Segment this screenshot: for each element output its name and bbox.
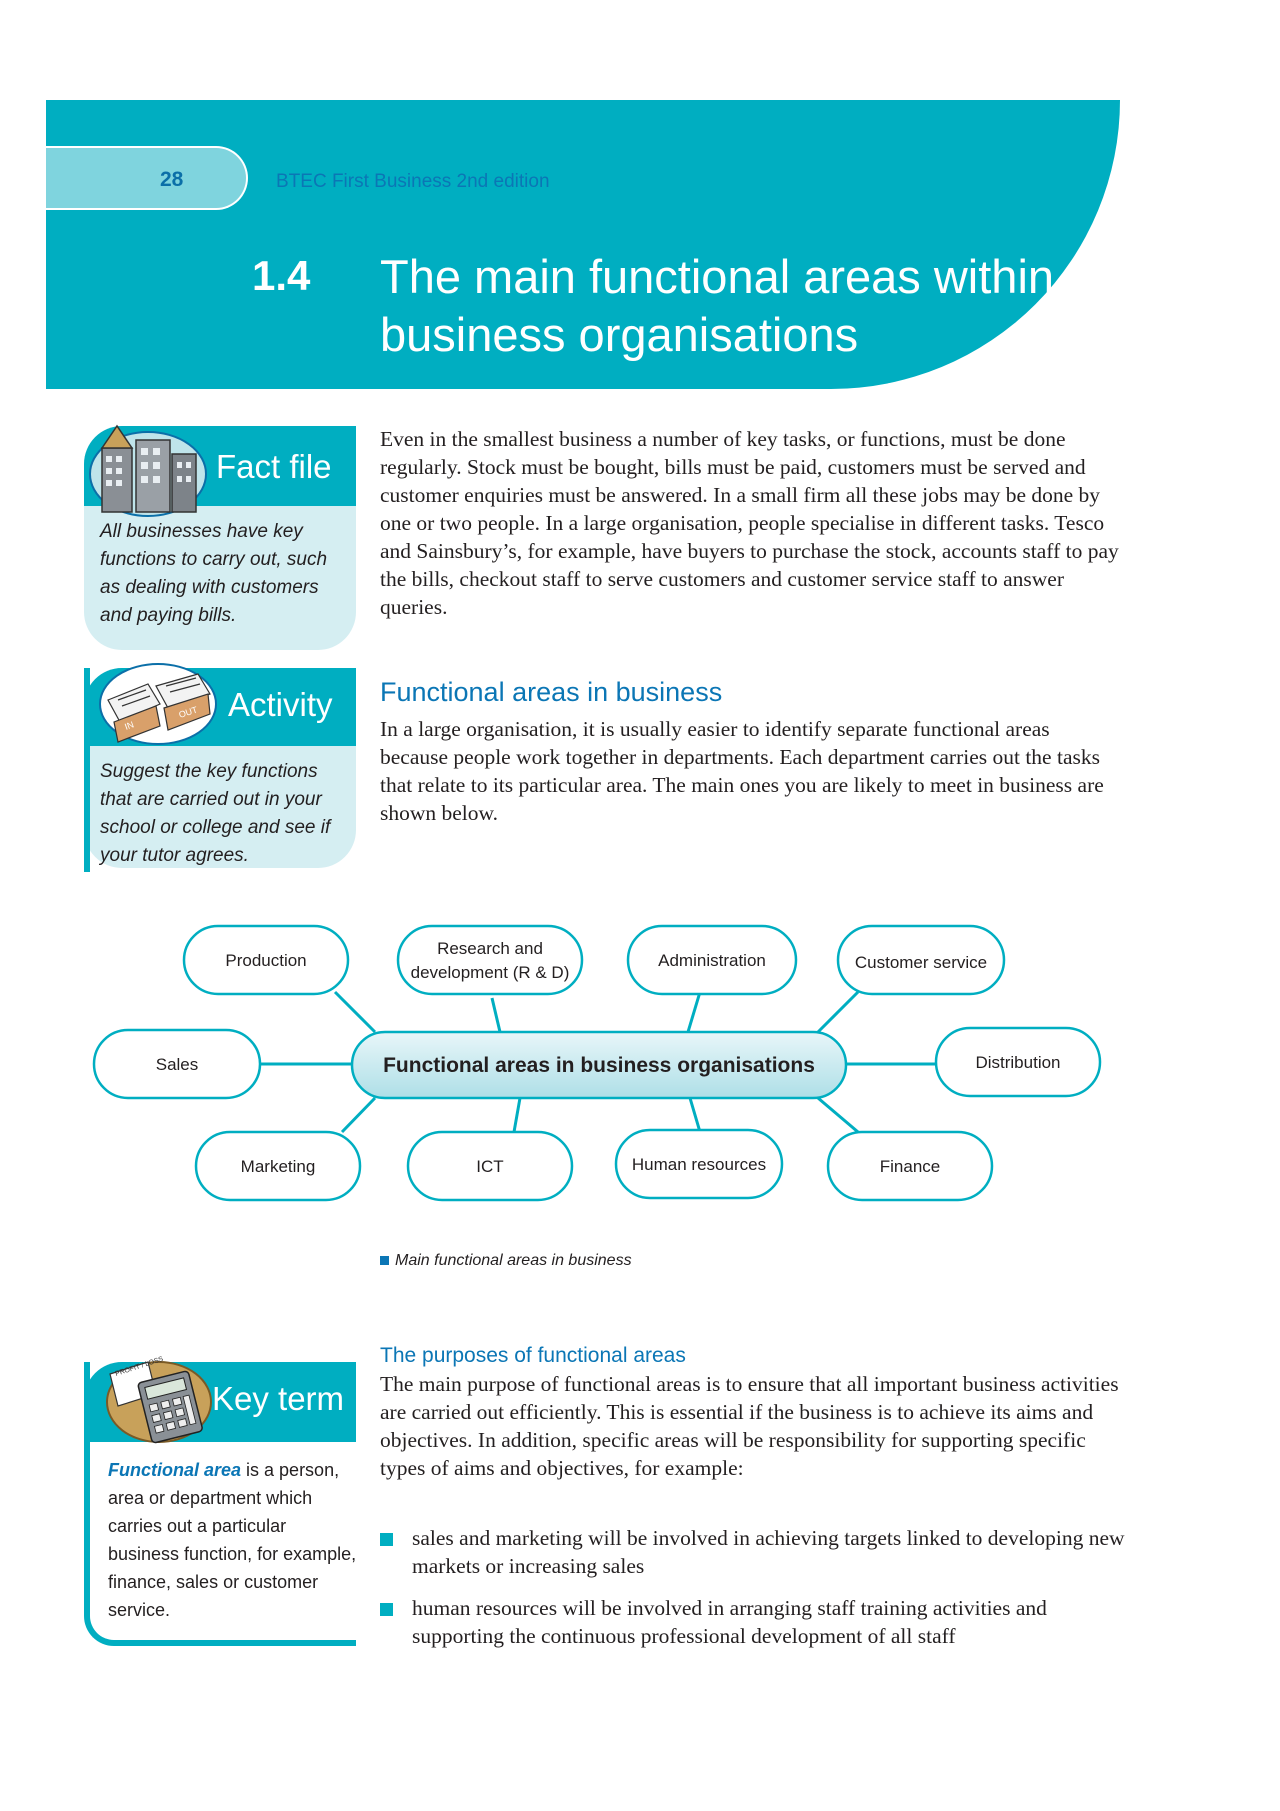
caption-marker	[380, 1256, 389, 1265]
functional-areas-paragraph: In a large organisation, it is usually e…	[380, 717, 1104, 825]
fact-file-title: Fact file	[216, 448, 332, 485]
node-distribution-box	[934, 1026, 1102, 1098]
intro-paragraph: Even in the smallest business a number o…	[380, 427, 1119, 619]
diagram-caption-text: Main functional areas in business	[395, 1252, 632, 1269]
key-term-frame	[84, 1362, 356, 1646]
node-human-resources: Human resources	[632, 1155, 766, 1174]
bullet-text: human resources will be involved in arra…	[412, 1596, 1047, 1648]
functional-areas-heading: Functional areas in business	[380, 677, 723, 707]
node-administration: Administration	[658, 951, 766, 970]
node-customer-service-box	[836, 924, 1006, 996]
node-sales-box	[92, 1028, 262, 1100]
page-number: 28	[160, 168, 184, 191]
node-finance-box	[826, 1130, 994, 1202]
node-distribution: Distribution	[975, 1053, 1060, 1072]
node-rnd-line2: development (R & D)	[411, 963, 570, 982]
node-production: Production	[225, 951, 306, 970]
node-sales: Sales	[156, 1055, 199, 1074]
activity-title: Activity	[228, 686, 333, 723]
node-finance: Finance	[880, 1157, 940, 1176]
node-production-box	[182, 924, 350, 996]
in-out-trays-icon: IN OUT	[99, 663, 217, 745]
tray-in-label: IN	[123, 719, 135, 731]
bullet-text: sales and marketing will be involved in …	[412, 1526, 1125, 1578]
node-customer-service: Customer service	[855, 953, 987, 972]
fact-file-text: All businesses have key functions to car…	[100, 521, 328, 626]
office-buildings-icon	[89, 424, 207, 517]
purposes-paragraph: The main purpose of functional areas is …	[380, 1372, 1119, 1480]
key-term-definition-text: is a person, area or department which ca…	[108, 1460, 357, 1620]
key-term-title: Key term	[212, 1380, 345, 1417]
calculator-icon: PROFIT / LOSS	[106, 1356, 212, 1444]
center-node-label: Functional areas in business organisatio…	[383, 1054, 815, 1077]
section-title: The main functional areas within busines…	[380, 250, 1055, 361]
node-ict-box	[406, 1130, 574, 1202]
node-ict: ICT	[476, 1157, 503, 1176]
diagram-connectors	[230, 990, 938, 1134]
node-rnd-box	[396, 924, 584, 996]
bullet-marker	[380, 1533, 393, 1546]
activity-text: Suggest the key functions that are carri…	[100, 761, 331, 866]
activity-left-rule	[84, 668, 90, 872]
key-term-word: Functional area	[108, 1460, 242, 1480]
bullet-marker	[380, 1603, 393, 1616]
functional-areas-diagram: Production Research and development (R &…	[92, 924, 1102, 1202]
key-term-definition: Functional area is a person, area or dep…	[108, 1456, 358, 1624]
node-administration-box	[626, 924, 798, 996]
book-title: BTEC First Business 2nd edition	[276, 171, 550, 192]
purposes-heading: The purposes of functional areas	[380, 1344, 686, 1367]
node-human-resources-box	[614, 1128, 784, 1200]
center-node-box	[350, 1030, 848, 1100]
section-number: 1.4	[252, 252, 311, 299]
node-rnd-line1: Research and	[437, 939, 543, 958]
page-number-tab	[46, 146, 248, 210]
node-marketing-box	[194, 1130, 362, 1202]
diagram-caption: Main functional areas in business	[380, 1252, 632, 1270]
node-marketing: Marketing	[241, 1157, 316, 1176]
